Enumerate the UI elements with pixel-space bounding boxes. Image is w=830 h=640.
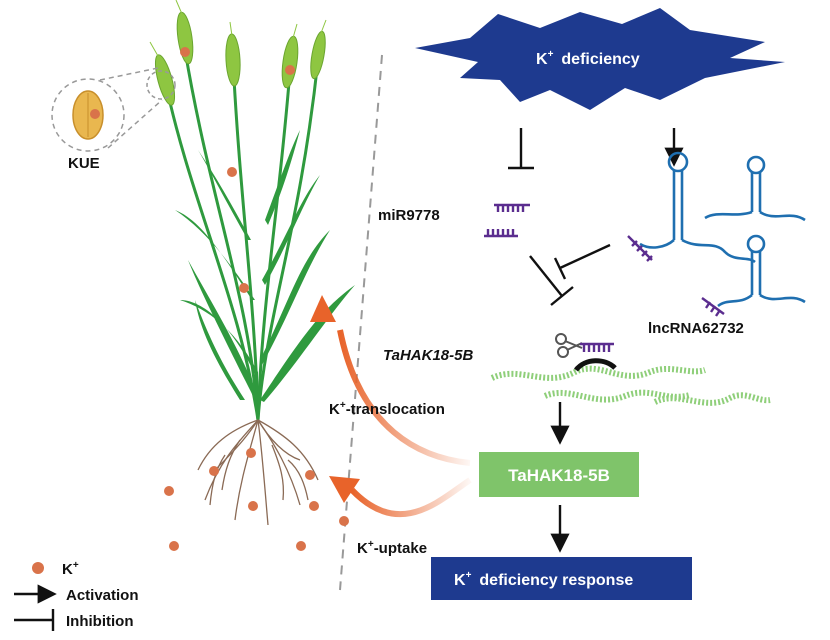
grain-inset bbox=[51, 67, 176, 152]
response-box bbox=[431, 557, 692, 600]
uptake-arrowhead bbox=[329, 476, 360, 503]
mirna-symbol bbox=[484, 203, 530, 238]
k-deficiency-starburst bbox=[415, 8, 785, 110]
inhibition-to-mirna bbox=[508, 128, 534, 170]
svg-text:K+deficiency: K+ deficiency bbox=[536, 49, 640, 68]
legend-k-sup: + bbox=[73, 560, 79, 571]
response-k: K bbox=[454, 572, 466, 589]
response-sup: + bbox=[466, 570, 472, 581]
legend-k-label: K bbox=[62, 561, 73, 578]
gene-label: TaHAK18-5B bbox=[383, 347, 473, 364]
translocation-arrow bbox=[337, 329, 471, 466]
inhibition-mirna-to-gene bbox=[529, 255, 574, 306]
legend-inhibition-label: Inhibition bbox=[66, 613, 133, 630]
legend: K+ Activation Inhibition bbox=[14, 560, 139, 631]
translocation-arrowhead bbox=[310, 295, 336, 322]
lncrna-structures bbox=[639, 151, 806, 308]
lncrna-bound-mirna bbox=[627, 235, 725, 317]
gene-mrna bbox=[490, 365, 771, 406]
lncrna-label: lncRNA62732 bbox=[648, 320, 744, 337]
k-deficiency-sup: + bbox=[548, 49, 554, 60]
svg-text:K+-translocation: K+-translocation bbox=[329, 400, 445, 418]
legend-activation-label: Activation bbox=[66, 587, 139, 604]
svg-text:K+deficiency response: K+ deficiency response bbox=[454, 570, 633, 589]
protein-label: TaHAK18-5B bbox=[508, 466, 610, 485]
k-deficiency-text: deficiency bbox=[561, 51, 639, 68]
scissors-icon bbox=[555, 333, 583, 358]
translocation-k: K bbox=[329, 401, 340, 418]
translocation-sup: + bbox=[340, 400, 346, 411]
protein-box bbox=[479, 452, 639, 497]
kue-label: KUE bbox=[68, 155, 100, 172]
uptake-arrow bbox=[349, 477, 472, 518]
response-text: deficiency response bbox=[479, 572, 633, 589]
wheat-plant bbox=[149, 0, 355, 526]
uptake-sup: + bbox=[368, 539, 374, 550]
uptake-text: -uptake bbox=[374, 540, 427, 557]
k-ion-dots bbox=[164, 47, 349, 551]
inhibition-lncrna-to-mirna bbox=[553, 243, 611, 280]
svg-text:K+-uptake: K+-uptake bbox=[357, 539, 427, 557]
cleaving-mirna bbox=[580, 342, 614, 352]
translocation-text: -translocation bbox=[346, 401, 445, 418]
k-deficiency-k: K bbox=[536, 51, 548, 68]
legend-k-dot bbox=[32, 562, 44, 574]
uptake-k: K bbox=[357, 540, 368, 557]
cleavage-site bbox=[574, 358, 617, 372]
svg-text:K+: K+ bbox=[62, 560, 79, 578]
mirna-label: miR9778 bbox=[378, 207, 440, 224]
